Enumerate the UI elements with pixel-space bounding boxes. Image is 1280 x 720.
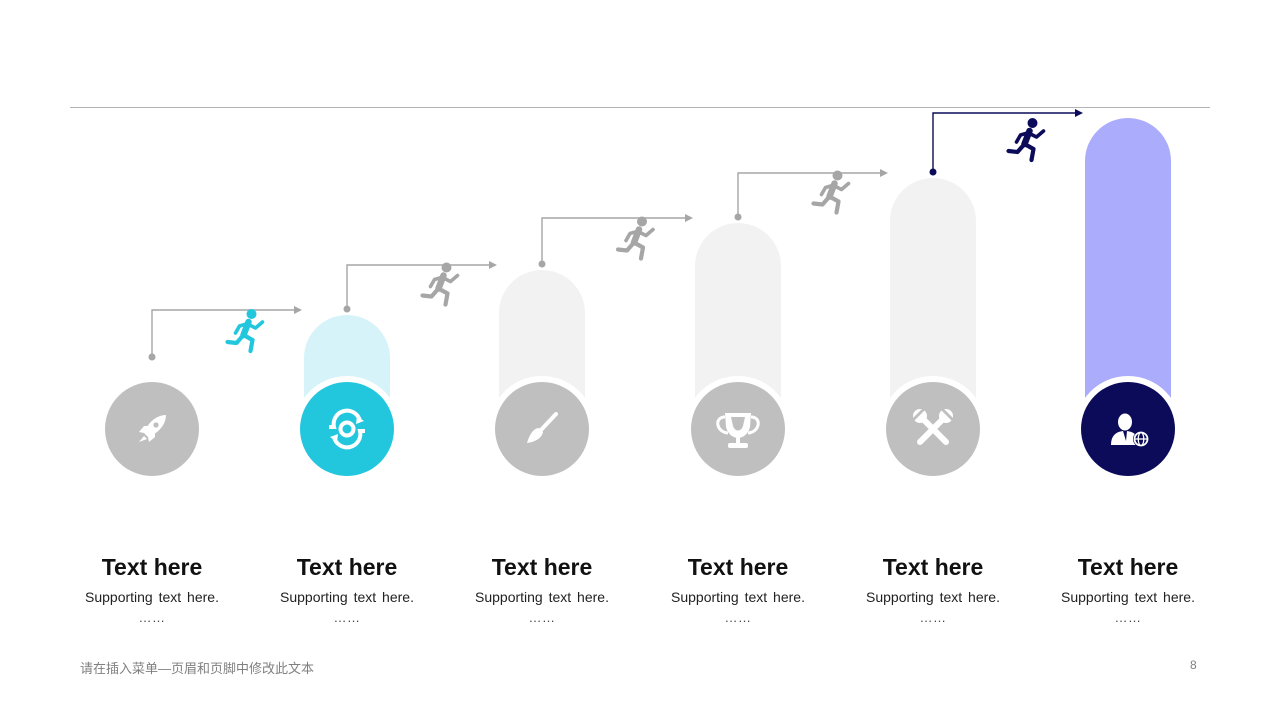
running-person-icon (228, 310, 263, 352)
step-pillar (499, 270, 585, 400)
step-supporting-text: Supporting text here. (1061, 589, 1195, 605)
step-title: Text here (882, 554, 984, 580)
step-supporting-text: Supporting text here. (280, 589, 414, 605)
rocket-icon (139, 415, 166, 442)
step-pillar (304, 315, 390, 400)
businessman-globe-icon (1111, 413, 1149, 447)
running-person-icon (814, 171, 849, 213)
step-supporting-text: Supporting text here. (866, 589, 1000, 605)
step-title: Text here (101, 554, 203, 580)
sync-icon (329, 408, 365, 450)
connector-arrowhead (685, 214, 693, 222)
running-person-icon (618, 217, 653, 259)
step-supporting-text: Supporting text here. (475, 589, 609, 605)
running-person-icon (423, 263, 458, 305)
step-title: Text here (1077, 554, 1179, 580)
connector-arrow-line (541, 217, 687, 264)
step-ellipsis: …… (138, 610, 166, 625)
step-ellipsis: …… (919, 610, 947, 625)
step-ellipsis: …… (1114, 610, 1142, 625)
footer-text: 请在插入菜单—页眉和页脚中修改此文本 (80, 661, 315, 676)
step-ellipsis: …… (724, 610, 752, 625)
connector-arrowhead (294, 306, 302, 314)
header-divider (70, 107, 1210, 108)
connector-arrow-line (151, 309, 296, 357)
connector-arrowhead (489, 261, 497, 269)
step-title: Text here (491, 554, 593, 580)
step-title: Text here (687, 554, 789, 580)
paintbrush-icon (527, 412, 558, 443)
connector-arrow-line (737, 172, 882, 217)
page-number: 8 (1190, 658, 1197, 672)
trophy-icon (716, 413, 760, 448)
connector-arrowhead (1075, 109, 1083, 117)
connector-arrow-line (346, 264, 491, 309)
tools-icon (911, 407, 955, 445)
connector-arrow-line (932, 112, 1077, 172)
running-person-icon (1009, 119, 1044, 161)
step-supporting-text: Supporting text here. (85, 589, 219, 605)
step-title: Text here (296, 554, 398, 580)
step-pillar (890, 178, 976, 400)
step-pillar (695, 223, 781, 400)
connector-arrowhead (880, 169, 888, 177)
step-ellipsis: …… (333, 610, 361, 625)
step-supporting-text: Supporting text here. (671, 589, 805, 605)
step-icon-circle (300, 382, 394, 476)
step-ellipsis: …… (528, 610, 556, 625)
step-pillar (1085, 118, 1171, 400)
